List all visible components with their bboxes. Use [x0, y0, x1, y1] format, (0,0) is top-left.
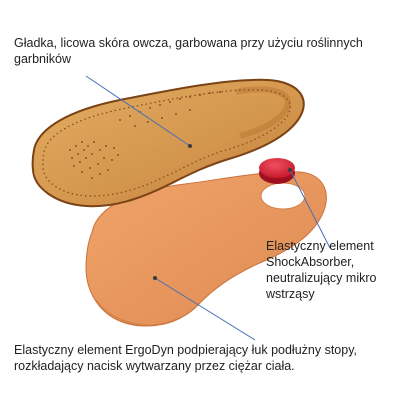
leader-line-ergodyn [154, 277, 256, 341]
leader-line-shock-absorber [289, 169, 331, 249]
leader-dot-shock-absorber [288, 168, 292, 172]
callout-ergodyn: Elastyczny element ErgoDyn podpierający … [14, 343, 357, 373]
leather-insole [31, 78, 305, 208]
leader-dot-ergodyn [153, 276, 157, 280]
leader-lines [85, 75, 331, 341]
leader-line-leather [85, 75, 191, 147]
callout-leather-surface: Gładka, licowa skóra owcza, garbowana pr… [14, 36, 363, 66]
leader-dot-leather [188, 144, 192, 148]
ergodyn-foam-layer [85, 171, 327, 327]
callout-shock-absorber: Elastyczny element ShockAbsorber, neutra… [266, 239, 377, 301]
shock-absorber-disc [259, 158, 295, 184]
